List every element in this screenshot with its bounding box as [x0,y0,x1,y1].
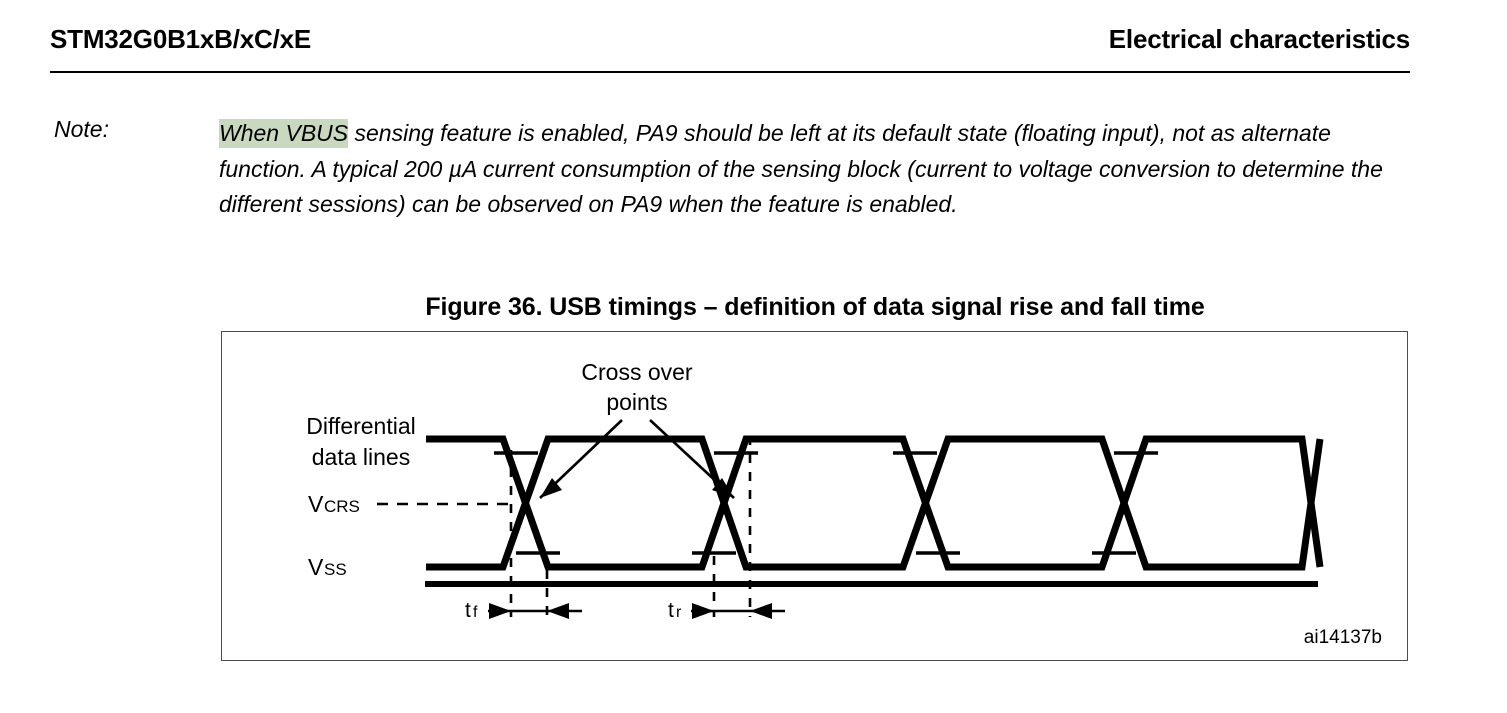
note-label: Note: [54,116,109,142]
waveform-d-plus [426,435,1324,571]
figure-id-code: ai14137b [1304,627,1382,648]
rise-time-dimension: t r [668,599,785,622]
crossover-arrow-left [539,419,623,499]
header-divider [50,71,1410,73]
figure-frame: Differential data lines V CRS V SS Cross… [221,331,1408,661]
tf-label-main: t [465,599,471,622]
tr-label-sub: r [676,604,682,621]
waveform-d-minus [426,435,1324,571]
signal-label-line2: data lines [312,444,410,470]
crossover-label-line1: Cross over [581,359,693,385]
level-tick-marks [494,451,1158,555]
vss-label-sub: SS [324,560,347,579]
signal-label-line1: Differential [306,413,416,439]
crossover-label-line2: points [606,389,667,415]
vss-label-main: V [308,554,324,580]
section-title: Electrical characteristics [1108,24,1410,54]
usb-timing-diagram: Differential data lines V CRS V SS Cross… [306,359,1382,648]
figure-caption: Figure 36. USB timings – definition of d… [425,293,1205,321]
vcrs-label-sub: CRS [324,497,360,516]
page-header: STM32G0B1xB/xC/xE Electrical characteris… [50,24,1410,58]
note-body: When VBUS sensing feature is enabled, PA… [219,116,1409,223]
fall-time-dimension: t f [465,599,582,622]
vcrs-label-main: V [308,491,324,517]
note-body-text: sensing feature is enabled, PA9 should b… [219,120,1383,217]
document-title: STM32G0B1xB/xC/xE [50,24,312,54]
tf-label-sub: f [473,604,478,621]
highlighted-phrase: When VBUS [219,119,349,148]
tr-label-main: t [668,599,674,622]
